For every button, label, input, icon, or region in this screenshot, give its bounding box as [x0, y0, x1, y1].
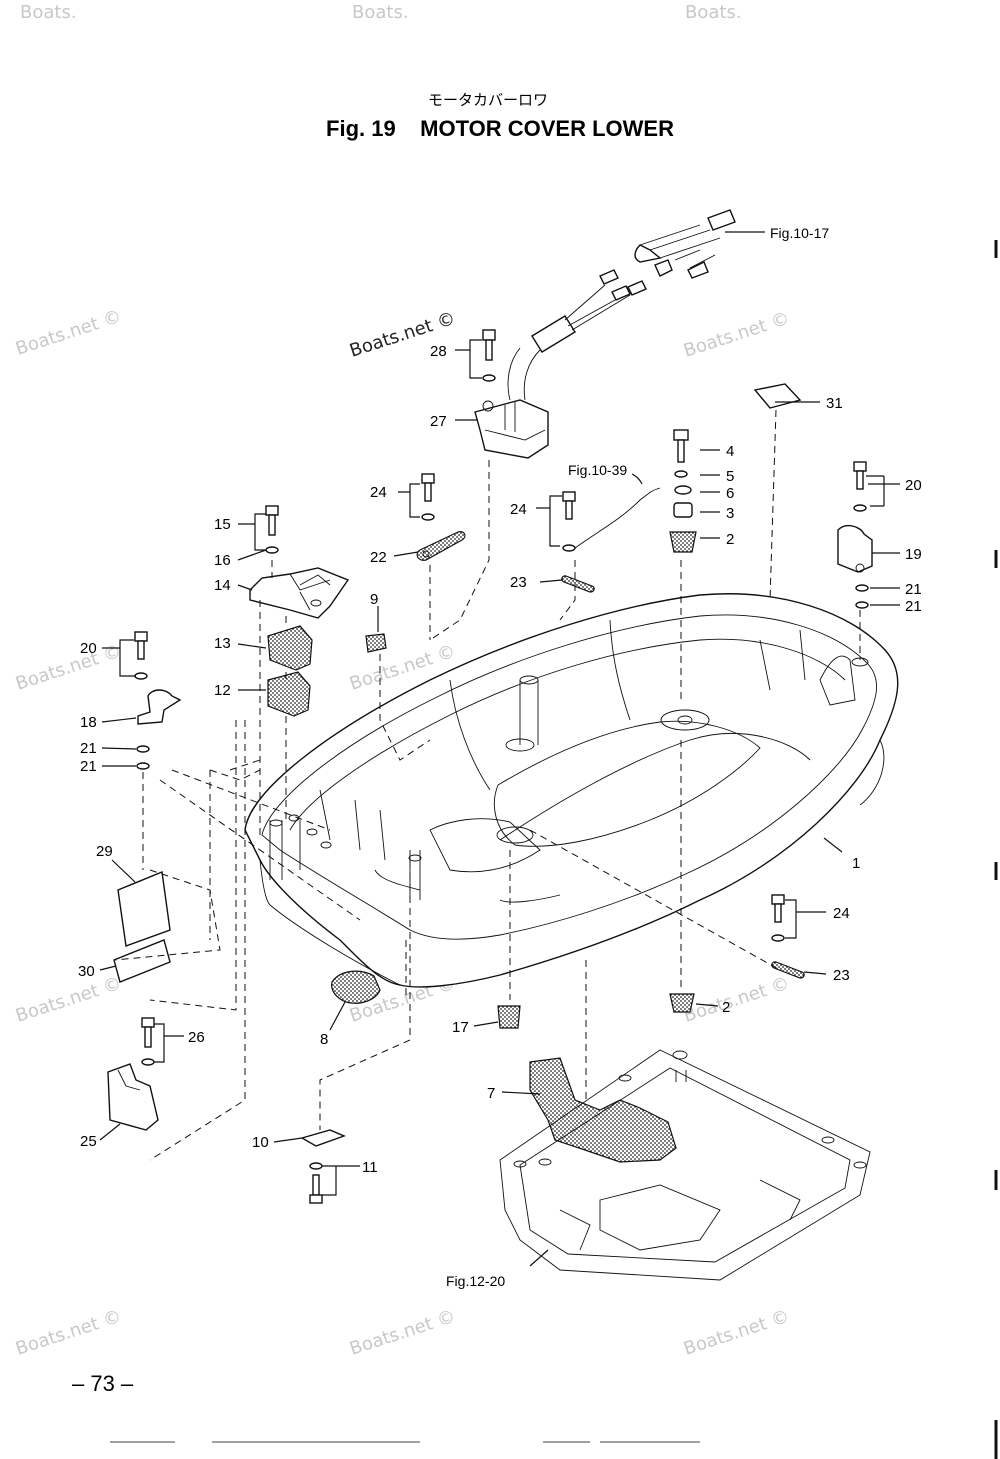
figref-12-20: Fig.12-20	[446, 1273, 505, 1289]
base-plate-outline	[499, 1049, 871, 1281]
bolt-24-right	[771, 894, 785, 942]
callout-4: 4	[726, 443, 734, 460]
watermark: Boats.net ©	[681, 308, 792, 362]
watermark: Boats.net ©	[681, 1306, 792, 1360]
bolt-28	[482, 329, 496, 382]
part-29-label	[117, 871, 171, 947]
washers-21-right	[855, 584, 869, 609]
callout-26: 26	[188, 1029, 205, 1046]
part-30-label	[113, 939, 171, 983]
part-9-grommet	[365, 633, 387, 653]
bolt-11	[309, 1162, 323, 1204]
part-19-bracket	[837, 524, 873, 573]
callout-16: 16	[214, 552, 231, 569]
assembly-lines	[114, 409, 861, 1161]
callout-20: 20	[905, 477, 922, 494]
callout-17: 17	[452, 1019, 469, 1036]
watermark: Boats.net ©	[13, 306, 124, 360]
figref-10-17: Fig.10-17	[770, 225, 829, 241]
page-title: Fig. 19 MOTOR COVER LOWER	[326, 116, 674, 141]
part-27-bracket	[474, 347, 549, 459]
callout-15: 15	[214, 516, 231, 533]
callout-24: 24	[833, 905, 850, 922]
bolt-24-mid	[562, 491, 576, 552]
callout-20: 20	[80, 640, 97, 657]
callout-24: 24	[510, 501, 527, 518]
callout-23: 23	[833, 967, 850, 984]
callout-21: 21	[905, 598, 922, 615]
callout-22: 22	[370, 549, 387, 566]
motor-cover-lower-shell	[244, 593, 899, 988]
part-25-bracket	[107, 1063, 159, 1131]
watermark-top-left: Boats.	[20, 2, 77, 23]
title-japanese: モータカバーロワ	[428, 91, 548, 109]
callout-13: 13	[214, 635, 231, 652]
watermark: Boats.net ©	[13, 641, 124, 695]
callout-27: 27	[430, 413, 447, 430]
callout-1: 1	[852, 855, 860, 872]
callout-9: 9	[370, 591, 378, 608]
callout-2: 2	[722, 999, 730, 1016]
callout-21: 21	[80, 740, 97, 757]
callout-31: 31	[826, 395, 843, 412]
callout-18: 18	[80, 714, 97, 731]
part-13-pad	[267, 625, 313, 671]
callout-24: 24	[370, 484, 387, 501]
part-2-bottom	[669, 993, 695, 1013]
washer-21-left-a	[136, 745, 150, 753]
part-17-plug	[497, 1005, 521, 1029]
callout-19: 19	[905, 546, 922, 563]
bolt-20-left	[134, 631, 148, 680]
plate-23	[561, 575, 595, 593]
bolt-20-right	[853, 461, 867, 512]
bolt-24-left	[421, 473, 435, 521]
callout-30: 30	[78, 963, 95, 980]
wiring-harness	[531, 209, 736, 353]
part-7-seal	[529, 1057, 677, 1163]
figref-10-39: Fig.10-39	[568, 462, 627, 478]
plate-23-right	[771, 961, 805, 979]
bolt-15	[265, 505, 279, 554]
callout-11: 11	[362, 1159, 378, 1176]
callout-21: 21	[905, 581, 922, 598]
callouts: 1 2 2 3 4 5 6 7 8 9 10 11 12 13 14 15 16…	[78, 343, 922, 1176]
watermark: Boats.net ©	[347, 1306, 458, 1360]
watermark-top-right: Boats.	[685, 2, 742, 23]
callout-5: 5	[726, 468, 734, 485]
callout-14: 14	[214, 577, 231, 594]
washer-21-left-b	[136, 762, 150, 770]
part-12-pad	[267, 671, 311, 717]
bolt-26	[141, 1017, 155, 1066]
leader-lines	[99, 231, 900, 1267]
part-18-bracket	[137, 689, 182, 725]
callout-6: 6	[726, 485, 734, 502]
callout-12: 12	[214, 682, 231, 699]
part-14-bracket	[249, 567, 350, 619]
part-31-label	[753, 383, 802, 409]
plate-22	[416, 531, 466, 561]
callout-8: 8	[320, 1031, 328, 1048]
callout-2: 2	[726, 531, 734, 548]
callout-7: 7	[487, 1085, 495, 1102]
callout-29: 29	[96, 843, 113, 860]
cord-fig10-39	[574, 487, 661, 549]
callout-3: 3	[726, 505, 734, 522]
callout-25: 25	[80, 1133, 97, 1150]
callout-23: 23	[510, 574, 527, 591]
part-8-grommet	[331, 970, 381, 1004]
watermark: Boats.net ©	[681, 973, 792, 1027]
watermark-top-mid: Boats.	[352, 2, 409, 23]
watermark: Boats.net ©	[13, 973, 124, 1027]
callout-21: 21	[80, 758, 97, 775]
watermark: Boats.net ©	[13, 1306, 124, 1360]
part-10-plate	[300, 1129, 346, 1147]
callout-28: 28	[430, 343, 447, 360]
callout-10: 10	[252, 1134, 269, 1151]
page-number: – 73 –	[72, 1371, 134, 1396]
mount-stack-right	[669, 429, 697, 553]
